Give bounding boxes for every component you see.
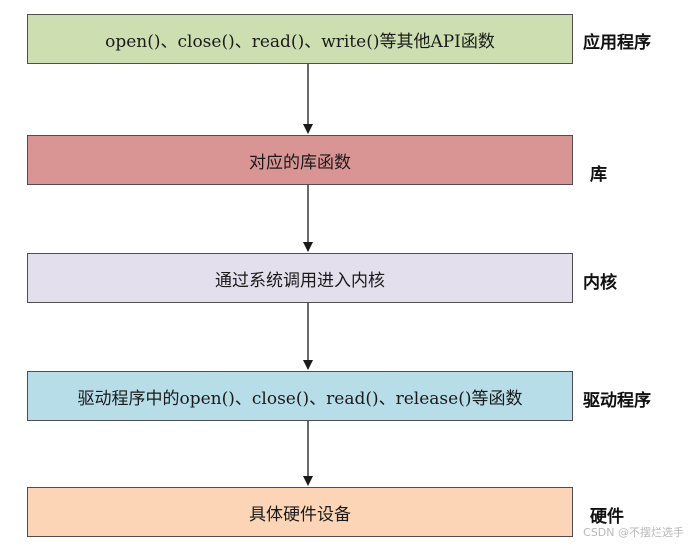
library-layer-box: 对应的库函数 bbox=[27, 135, 573, 185]
application-layer-box: open()、close()、read()、write()等其他API函数 bbox=[27, 14, 573, 64]
kernel-layer-label: 内核 bbox=[583, 273, 617, 293]
hardware-layer-box: 具体硬件设备 bbox=[27, 487, 573, 537]
driver-layer-box: 驱动程序中的open()、close()、read()、release()等函数 bbox=[27, 371, 573, 421]
application-layer-text: open()、close()、read()、write()等其他API函数 bbox=[105, 31, 495, 52]
library-layer-label: 库 bbox=[590, 165, 607, 185]
application-layer-label: 应用程序 bbox=[583, 33, 651, 53]
hardware-layer-label: 硬件 bbox=[590, 507, 624, 527]
driver-layer-label: 驱动程序 bbox=[583, 391, 651, 411]
library-layer-text: 对应的库函数 bbox=[249, 152, 351, 173]
watermark: CSDN @不摆烂选手 bbox=[583, 526, 684, 539]
kernel-layer-box: 通过系统调用进入内核 bbox=[27, 253, 573, 303]
kernel-layer-text: 通过系统调用进入内核 bbox=[215, 270, 385, 291]
hardware-layer-text: 具体硬件设备 bbox=[249, 504, 351, 525]
driver-layer-text: 驱动程序中的open()、close()、read()、release()等函数 bbox=[77, 388, 523, 409]
